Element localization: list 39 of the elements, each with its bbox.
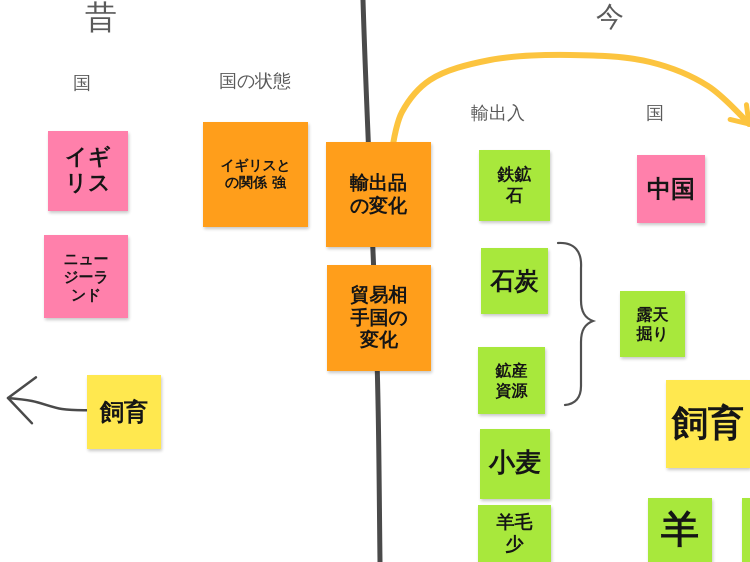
sticky-note xyxy=(478,347,545,414)
curved-arrow xyxy=(390,52,750,145)
note-text: 石炭 xyxy=(489,266,540,296)
sticky-note xyxy=(666,380,750,468)
sticky-note xyxy=(620,291,685,357)
note-text: 貿易相手国の変化 xyxy=(350,284,408,352)
sticky-note xyxy=(479,150,550,221)
sticky-note xyxy=(203,122,308,227)
note-text: 鉄鉱石 xyxy=(496,165,532,206)
sticky-note xyxy=(648,498,712,562)
note-text: ニュージーランド xyxy=(62,250,110,304)
column-heading: 国 xyxy=(73,74,91,94)
note-text: 小麦 xyxy=(488,448,542,480)
sticky-note xyxy=(637,155,705,223)
column-heading: 輸出入 xyxy=(471,104,525,124)
era-heading: 今 xyxy=(596,2,624,33)
column-heading: 国の状態 xyxy=(219,72,291,92)
sticky-note xyxy=(480,429,550,499)
note-text: 露天掘り xyxy=(635,304,670,344)
sticky-note xyxy=(742,498,750,562)
note-text: 鉱産資源 xyxy=(494,361,529,400)
column-heading: 国 xyxy=(646,104,664,124)
note-text: 羊毛少 xyxy=(496,512,534,556)
sticky-note xyxy=(44,235,128,318)
note-text: イギリス xyxy=(64,144,112,198)
sticky-note xyxy=(326,142,431,247)
note-text: イギリスとの関係 強 xyxy=(220,158,292,192)
sticky-note xyxy=(327,265,431,371)
note-text: 羊 xyxy=(660,507,700,553)
sticky-note xyxy=(478,505,551,562)
era-heading: 昔 xyxy=(85,0,117,36)
sticky-note xyxy=(48,131,128,211)
arrow xyxy=(6,376,88,424)
note-text: 中国 xyxy=(646,174,696,204)
sticky-note xyxy=(87,375,161,449)
note-text: 飼育 xyxy=(670,402,745,446)
note-text: 輸出品の変化 xyxy=(349,172,408,218)
note-text: 飼育 xyxy=(98,398,149,426)
sticky-note xyxy=(481,248,548,314)
